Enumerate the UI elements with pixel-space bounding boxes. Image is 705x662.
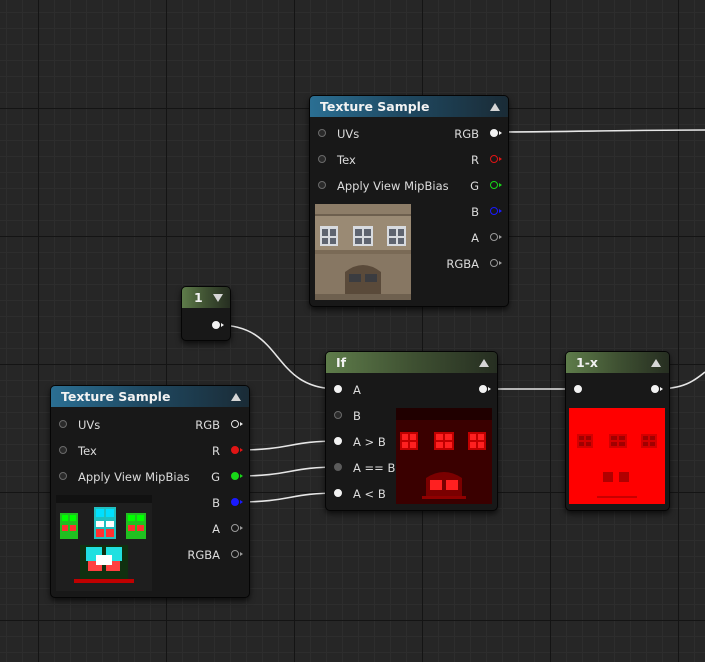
- pin-row-g[interactable]: G: [211, 469, 243, 485]
- texture-preview-building: [315, 204, 411, 300]
- pin-row-apply-view-mipbias[interactable]: Apply View MipBias: [318, 178, 449, 194]
- pin-row-b[interactable]: B: [471, 204, 502, 220]
- node-header[interactable]: 1: [182, 287, 230, 308]
- pin-row-apply-view-mipbias[interactable]: Apply View MipBias: [59, 469, 190, 485]
- input-pin-uvs-icon[interactable]: [318, 129, 326, 137]
- pin-row-a[interactable]: A: [212, 521, 243, 537]
- output-pin-a-icon[interactable]: [231, 524, 243, 532]
- node-header[interactable]: Texture Sample: [310, 96, 508, 117]
- output-pin-rgba-icon[interactable]: [490, 259, 502, 267]
- pin-row-r[interactable]: R: [212, 443, 243, 459]
- pin-row-input[interactable]: [574, 382, 593, 398]
- input-pin-a-less-b-icon[interactable]: [334, 489, 342, 497]
- dropdown-arrow-icon[interactable]: [213, 294, 223, 302]
- collapse-arrow-icon[interactable]: [479, 359, 489, 367]
- wire-g-to-if-aeqb: [237, 466, 339, 477]
- pin-row-output[interactable]: [475, 382, 491, 398]
- collapse-arrow-icon[interactable]: [651, 359, 661, 367]
- output-pin-icon[interactable]: [651, 385, 663, 393]
- input-pin-a-greater-b-icon[interactable]: [334, 437, 342, 445]
- pin-row-a-less-b[interactable]: A < B: [334, 486, 386, 502]
- node-header[interactable]: 1-x: [566, 352, 669, 373]
- if-node[interactable]: If A B A > B A == B A < B: [325, 351, 498, 511]
- pin-row-rgba[interactable]: RGBA: [187, 547, 243, 563]
- constant-node[interactable]: 1: [181, 286, 231, 341]
- input-pin-a-icon[interactable]: [334, 385, 342, 393]
- node-title: Texture Sample: [320, 99, 430, 114]
- collapse-arrow-icon[interactable]: [231, 393, 241, 401]
- pin-row-rgba[interactable]: RGBA: [446, 256, 502, 272]
- pin-row-b[interactable]: B: [212, 495, 243, 511]
- texture-sample-node-top[interactable]: Texture Sample UVs Tex Apply View MipBia…: [309, 95, 509, 307]
- output-pin-rgba-icon[interactable]: [231, 550, 243, 558]
- pin-row-uvs[interactable]: UVs: [59, 417, 100, 433]
- node-title: 1: [194, 290, 203, 305]
- wire-b-to-if-altb: [237, 492, 339, 503]
- texture-preview-channels: [56, 495, 152, 591]
- node-title: 1-x: [576, 355, 598, 370]
- pin-row-a-equals-b[interactable]: A == B: [334, 460, 395, 476]
- output-pin-g-icon[interactable]: [231, 472, 243, 480]
- node-header[interactable]: Texture Sample: [51, 386, 249, 407]
- node-header[interactable]: If: [326, 352, 497, 373]
- input-pin-tex-icon[interactable]: [318, 155, 326, 163]
- output-pin-g-icon[interactable]: [490, 181, 502, 189]
- output-pin-rgb-icon[interactable]: [490, 129, 502, 137]
- pin-row-b[interactable]: B: [334, 408, 361, 424]
- pin-row-a[interactable]: A: [334, 382, 361, 398]
- pin-row-tex[interactable]: Tex: [59, 443, 97, 459]
- pin-row-output[interactable]: [208, 318, 224, 334]
- input-pin-a-equals-b-icon[interactable]: [334, 463, 342, 471]
- output-pin-rgb-icon[interactable]: [231, 420, 243, 428]
- input-pin-b-icon[interactable]: [334, 411, 342, 419]
- input-pin-uvs-icon[interactable]: [59, 420, 67, 428]
- output-pin-r-icon[interactable]: [490, 155, 502, 163]
- node-title: Texture Sample: [61, 389, 171, 404]
- input-pin-mipbias-icon[interactable]: [59, 472, 67, 480]
- input-pin-tex-icon[interactable]: [59, 446, 67, 454]
- collapse-arrow-icon[interactable]: [490, 103, 500, 111]
- pin-row-uvs[interactable]: UVs: [318, 126, 359, 142]
- output-pin-a-icon[interactable]: [490, 233, 502, 241]
- pin-row-rgb[interactable]: RGB: [195, 417, 243, 433]
- wire-rgb-to-offscreen: [496, 129, 705, 133]
- pin-row-r[interactable]: R: [471, 152, 502, 168]
- wire-r-to-if-agtb: [237, 440, 339, 451]
- output-pin-icon[interactable]: [212, 321, 224, 329]
- pin-row-a-greater-b[interactable]: A > B: [334, 434, 386, 450]
- one-minus-node[interactable]: 1-x: [565, 351, 670, 511]
- input-pin-icon[interactable]: [574, 385, 582, 393]
- wire-constant-to-if-a: [217, 324, 339, 390]
- one-minus-result-preview: [569, 408, 665, 504]
- pin-row-g[interactable]: G: [470, 178, 502, 194]
- texture-sample-node-bottom[interactable]: Texture Sample UVs Tex Apply View MipBia…: [50, 385, 250, 598]
- output-pin-b-icon[interactable]: [231, 498, 243, 506]
- if-result-preview: [396, 408, 492, 504]
- pin-row-output[interactable]: [647, 382, 663, 398]
- pin-row-a[interactable]: A: [471, 230, 502, 246]
- output-pin-icon[interactable]: [479, 385, 491, 393]
- pin-row-rgb[interactable]: RGB: [454, 126, 502, 142]
- output-pin-b-icon[interactable]: [490, 207, 502, 215]
- pin-row-tex[interactable]: Tex: [318, 152, 356, 168]
- output-pin-r-icon[interactable]: [231, 446, 243, 454]
- node-title: If: [336, 355, 347, 370]
- input-pin-mipbias-icon[interactable]: [318, 181, 326, 189]
